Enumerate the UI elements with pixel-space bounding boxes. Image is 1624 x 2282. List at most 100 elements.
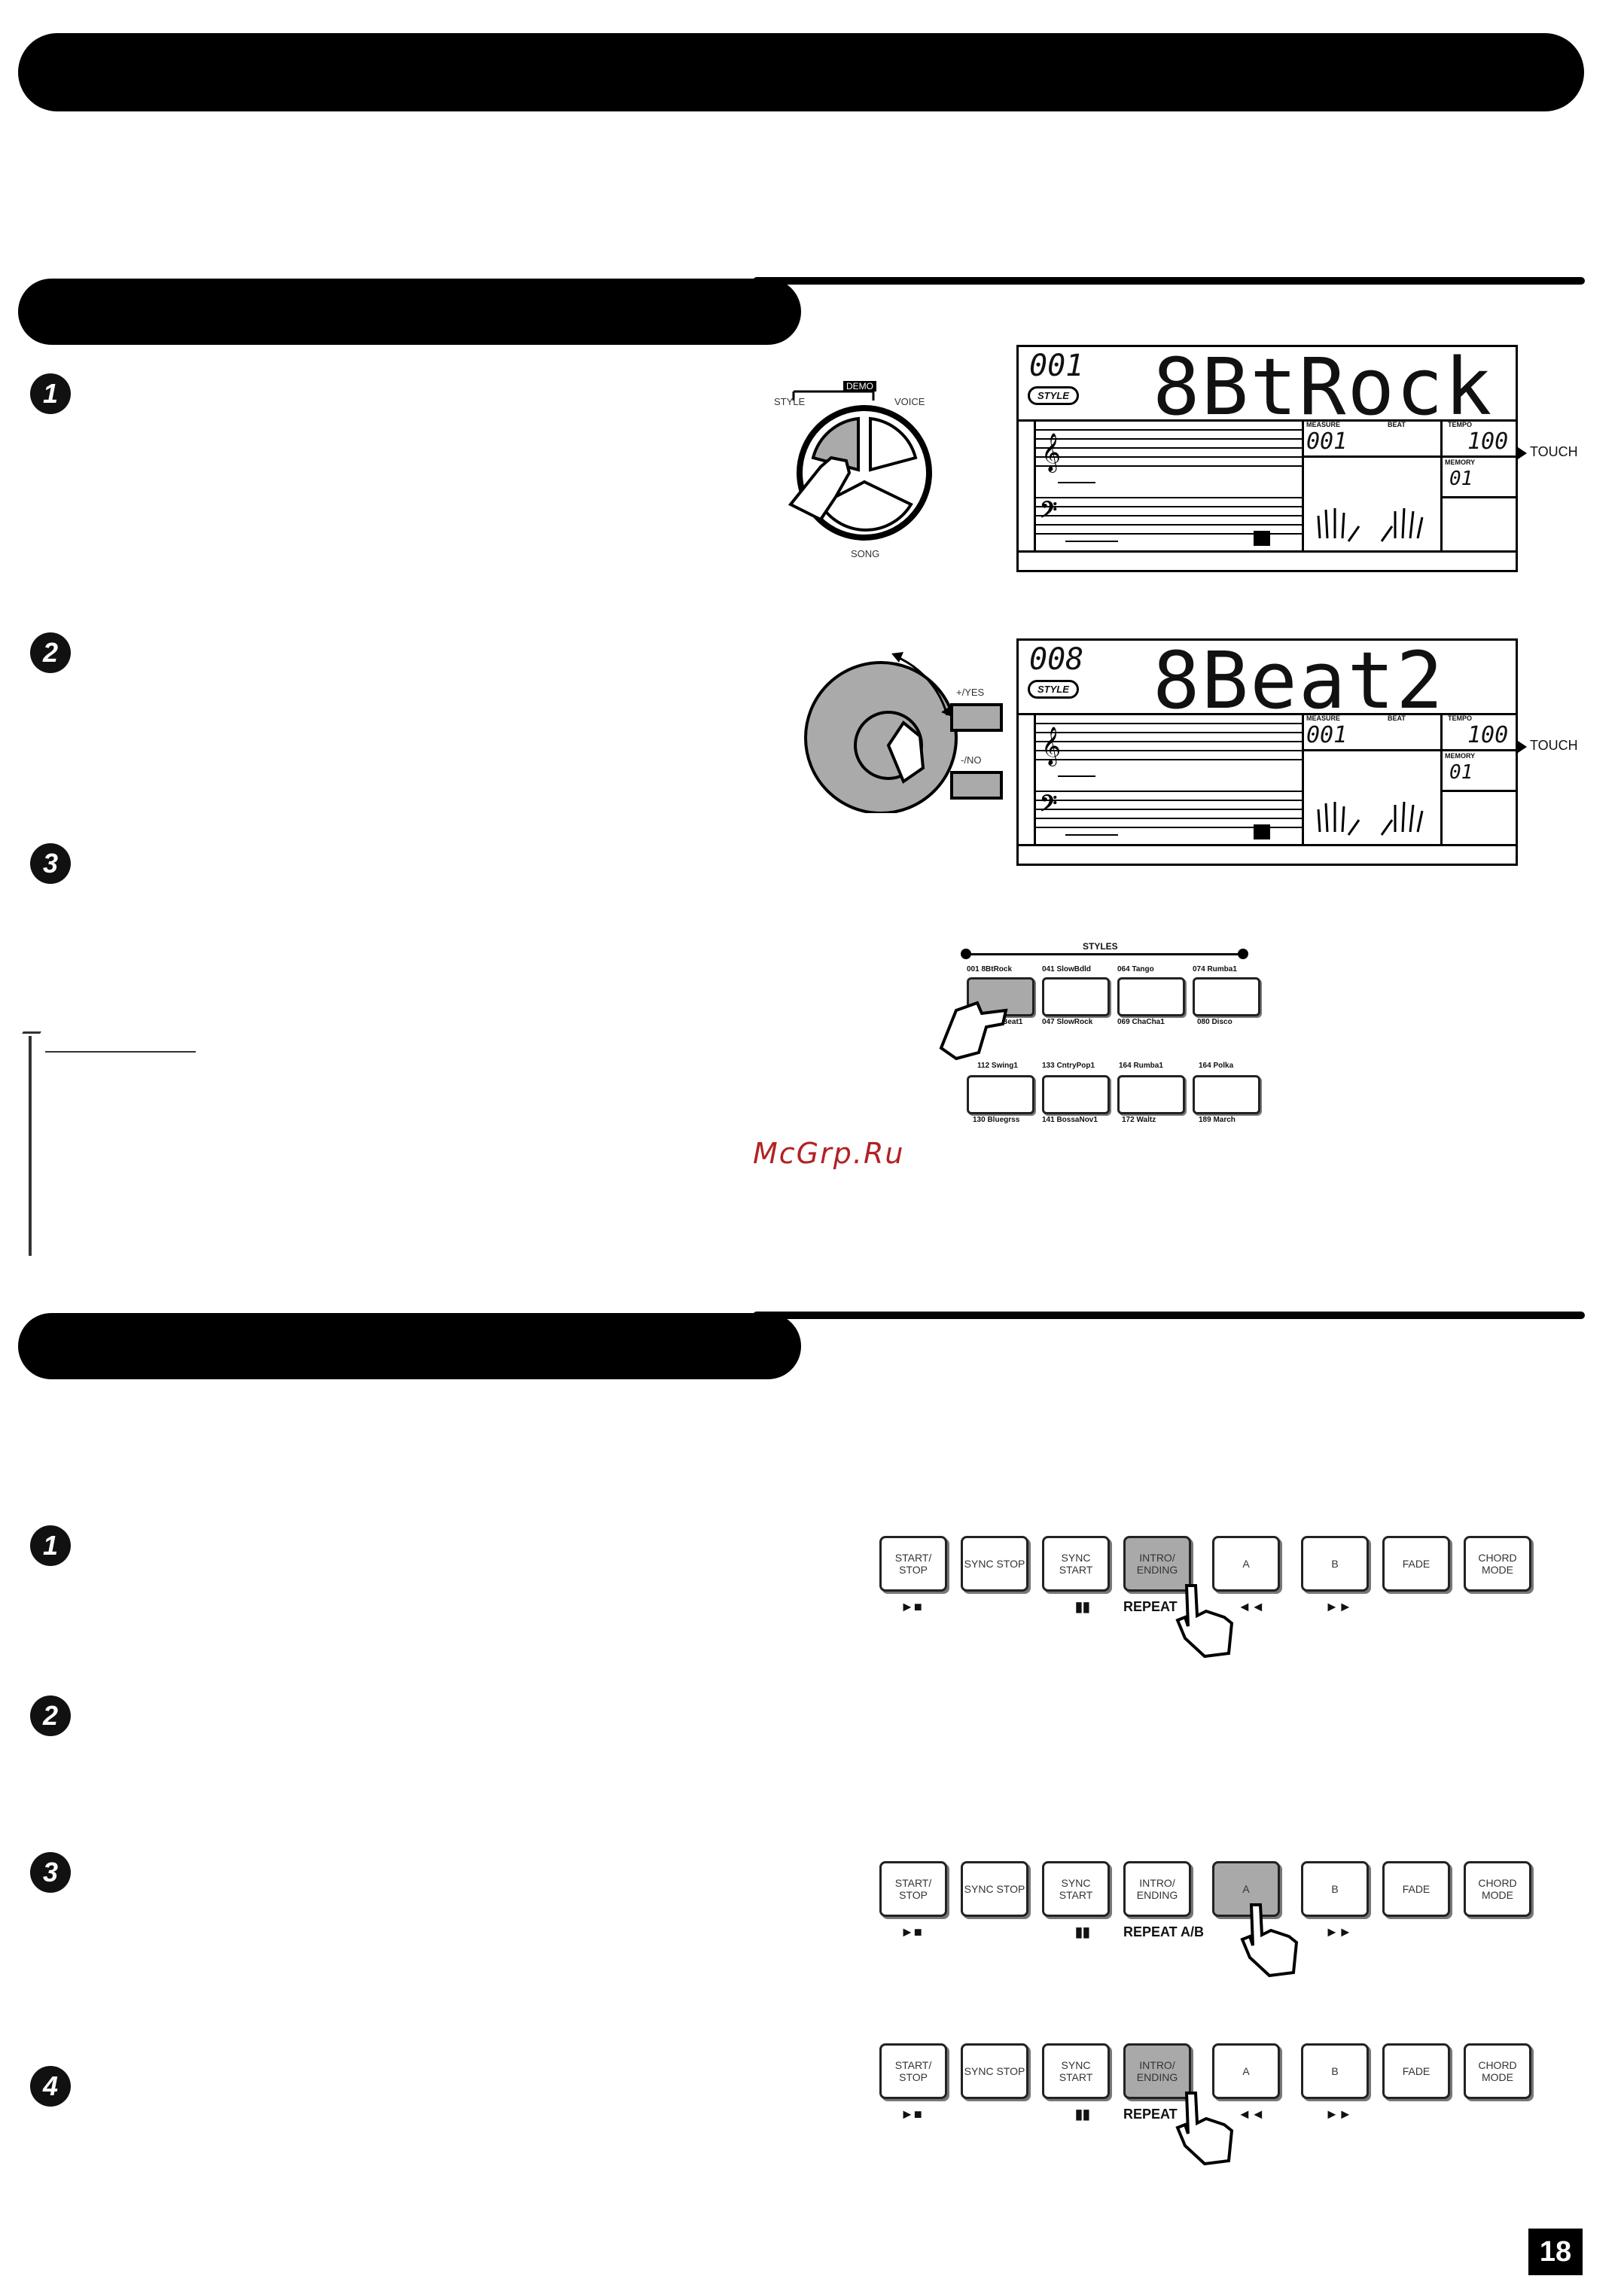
style-label: 074 Rumba1 [1193,965,1237,973]
fade-button[interactable]: FADE [1382,1861,1450,1917]
memory-value: 01 [1449,761,1473,784]
no-label: -/NO [961,754,982,766]
a-button[interactable]: A [1212,1861,1280,1917]
step-number-1: 1 [30,373,71,414]
start-stop-button[interactable]: START/ STOP [879,1536,947,1592]
demo-label: DEMO [843,381,876,392]
style-label: 189 March [1199,1116,1236,1124]
sync-stop-button[interactable]: SYNC STOP [961,1861,1028,1917]
b-button[interactable]: B [1301,1536,1369,1592]
sync-start-button[interactable]: SYNC START [1042,2043,1110,2099]
note-rule [45,1051,196,1053]
song-label: SONG [851,548,880,559]
touch-arrow-icon [1518,741,1527,753]
start-stop-button[interactable]: START/ STOP [879,2043,947,2099]
style-label: 172 Waltz [1122,1116,1156,1124]
touch-arrow-icon [1518,447,1527,459]
pause-icon: ▮▮ [1075,2107,1090,2122]
lcd-mode-badge: STYLE [1028,386,1079,405]
lcd-section-indicator: A [1243,532,1251,544]
yes-label: +/YES [956,687,985,698]
measure-value: 001 [1306,722,1348,748]
intro-ending-button[interactable]: INTRO/ ENDING [1123,2043,1191,2099]
step-number-2: 2 [30,1696,71,1736]
section-header-2 [18,1313,801,1379]
sync-start-button[interactable]: SYNC START [1042,1861,1110,1917]
mode-knob-illustration: DEMO STYLE VOICE SONG [768,376,956,565]
svg-text:𝄢: 𝄢 [1040,791,1057,822]
rewind-icon: ◄◄ [1238,1599,1265,1614]
style-label: 001 8BtRock [967,965,1013,973]
intro-ending-button[interactable]: INTRO/ ENDING [1123,1536,1191,1592]
style-button-4[interactable] [1193,977,1260,1016]
intro-ending-button[interactable]: INTRO/ ENDING [1123,1861,1191,1917]
chord-mode-button[interactable]: CHORD MODE [1464,2043,1531,2099]
memory-label: MEMORY [1445,459,1476,466]
svg-text:𝄞: 𝄞 [1041,727,1061,766]
section-rule-1 [753,277,1585,285]
fast-forward-icon: ►► [1325,1599,1352,1614]
a-button[interactable]: A [1212,2043,1280,2099]
rewind-icon: ◄◄ [1238,2107,1265,2122]
lcd-style-name: 8BtRock [1153,341,1494,433]
measure-label: MEASURE [1306,714,1341,722]
pressing-hand-icon [1175,2092,1234,2166]
style-label: 133 CntryPop1 [1042,1062,1095,1070]
b-button[interactable]: B [1301,2043,1369,2099]
control-panel-1: START/ STOP SYNC STOP SYNC START INTRO/ … [879,1536,1531,1592]
watermark: McGrp.Ru [753,1137,905,1170]
memory-label: MEMORY [1445,752,1476,760]
sync-stop-button[interactable]: SYNC STOP [961,2043,1028,2099]
style-label: STYLE [774,396,806,407]
svg-text:𝄢: 𝄢 [1040,497,1057,529]
sync-start-button[interactable]: SYNC START [1042,1536,1110,1592]
sync-stop-button[interactable]: SYNC STOP [961,1536,1028,1592]
hands-icon [1317,801,1424,836]
fade-button[interactable]: FADE [1382,2043,1450,2099]
style-label: 041 SlowBdld [1042,965,1092,973]
style-label: 047 SlowRock [1042,1018,1093,1026]
step-number-3: 3 [30,1852,71,1893]
header-bar [18,33,1584,111]
a-button[interactable]: A [1212,1536,1280,1592]
pause-icon: ▮▮ [1075,1924,1090,1939]
style-button-2[interactable] [1042,977,1110,1016]
style-label: 130 Bluegrss [973,1116,1020,1124]
style-label: 069 ChaCha1 [1117,1018,1165,1026]
style-button-7[interactable] [1117,1075,1185,1114]
fast-forward-icon: ►► [1325,1924,1352,1939]
repeat-label: REPEAT A/B [1123,1924,1205,1939]
start-stop-button[interactable]: START/ STOP [879,1861,947,1917]
pressing-hand-icon [939,1001,1008,1061]
tempo-label: TEMPO [1448,421,1473,428]
page-number: 18 [1528,2229,1583,2275]
pressing-hand-icon [1240,1903,1299,1978]
voice-label: VOICE [894,396,925,407]
style-button-3[interactable] [1117,977,1185,1016]
step-number-3: 3 [30,843,71,884]
tempo-value: 100 [1467,428,1509,455]
styles-panel: STYLES 001 8BtRock 041 SlowBdld 064 Tang… [934,941,1265,1129]
lcd-display-1: 001 STYLE 8BtRock 𝄞 𝄢 A MEASURE BEAT TEM… [1016,341,1518,572]
lcd-section-indicator: A [1243,826,1251,837]
pause-icon: ▮▮ [1075,1599,1090,1614]
lcd-display-2: 008 STYLE 8Beat2 𝄞 𝄢 A MEASURE BEAT TEMP… [1016,635,1518,866]
lcd-number: 008 [1029,642,1084,677]
tempo-value: 100 [1467,722,1509,748]
style-button-5[interactable] [967,1075,1034,1114]
beat-label: BEAT [1388,714,1406,722]
touch-label-2: TOUCH [1530,738,1578,753]
b-button[interactable]: B [1301,1861,1369,1917]
repeat-label: REPEAT [1123,2107,1178,2122]
style-button-8[interactable] [1193,1075,1260,1114]
style-label: 064 Tango [1117,965,1154,973]
lcd-number: 001 [1029,349,1084,383]
measure-label: MEASURE [1306,421,1341,428]
chord-mode-button[interactable]: CHORD MODE [1464,1861,1531,1917]
fade-button[interactable]: FADE [1382,1536,1450,1592]
control-panel-3: START/ STOP SYNC STOP SYNC START INTRO/ … [879,2043,1531,2099]
style-button-6[interactable] [1042,1075,1110,1114]
beat-label: BEAT [1388,421,1406,428]
data-dial-illustration: +/YES -/NO [791,640,1016,815]
chord-mode-button[interactable]: CHORD MODE [1464,1536,1531,1592]
